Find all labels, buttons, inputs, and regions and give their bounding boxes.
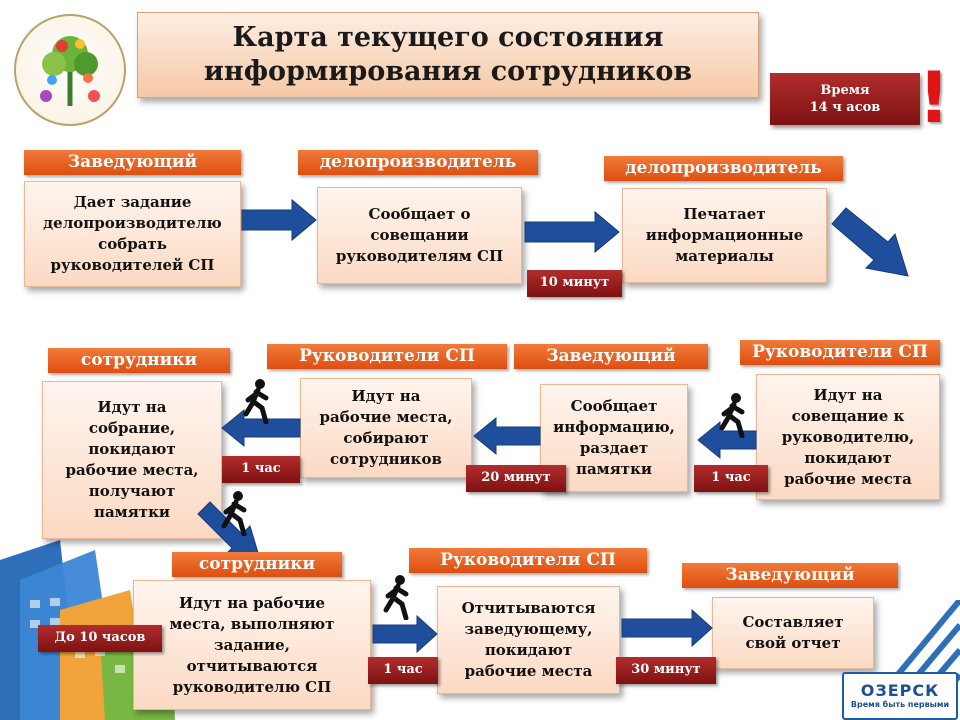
role-label: Руководители СП: [740, 340, 940, 365]
duration-badge: 10 минут: [527, 270, 622, 297]
arrow-icon: [197, 501, 263, 567]
role-label: Заведующий: [682, 563, 898, 588]
kindergarten-logo-icon: [14, 14, 126, 126]
duration-badge: 1 час: [222, 456, 300, 483]
role-label: делопроизводитель: [604, 156, 843, 181]
process-box: Идут на рабочие места, выполняют задание…: [133, 580, 371, 710]
duration-badge: 1 час: [368, 657, 438, 684]
walking-person-icon: [383, 575, 409, 620]
role-label: сотрудники: [172, 552, 342, 577]
process-box: Печатает информационные материалы: [622, 188, 827, 283]
duration-badge: 1 час: [694, 465, 768, 492]
duration-badge: 20 минут: [466, 465, 566, 492]
role-label: сотрудники: [48, 348, 230, 373]
total-time-value: 14 ч асов: [809, 100, 881, 115]
total-time-label: Время: [820, 83, 870, 98]
role-label: Заведующий: [514, 344, 708, 369]
arrow-icon: [241, 198, 317, 242]
walking-person-icon: [243, 379, 269, 424]
walking-person-icon: [719, 393, 745, 438]
process-box: Сообщает о совещании руководителям СП: [317, 187, 522, 284]
total-time-badge: Время 14 ч асов: [770, 73, 920, 125]
brand-slogan: Время быть первыми: [850, 700, 950, 709]
process-box: Идут на рабочие места, собирают сотрудни…: [300, 378, 472, 478]
page-title: Карта текущего состояния информирования …: [137, 12, 759, 98]
arrow-icon: [221, 408, 301, 448]
role-label: Руководители СП: [267, 344, 507, 369]
arrow-icon: [831, 207, 909, 277]
duration-badge: До 10 часов: [38, 625, 162, 652]
role-label: Заведующий: [24, 150, 241, 175]
process-box: Отчитываются заведующему, покидают рабоч…: [437, 586, 620, 694]
exclamation-icon: !: [918, 57, 950, 139]
process-box: Составляет свой отчет: [712, 597, 874, 669]
process-box: Идут на совещание к руководителю, покида…: [756, 374, 940, 500]
arrow-icon: [621, 608, 713, 648]
role-label: делопроизводитель: [298, 150, 538, 175]
arrow-icon: [473, 416, 541, 456]
arrow-icon: [372, 614, 438, 654]
walking-person-icon: [221, 491, 247, 536]
arrow-icon: [524, 210, 620, 254]
brand-name: ОЗЕРСК: [860, 681, 940, 700]
brand-logo: ОЗЕРСК Время быть первыми: [842, 672, 958, 720]
duration-badge: 30 минут: [616, 657, 716, 684]
role-label: Руководители СП: [409, 548, 647, 573]
process-box: Идут на собрание, покидают рабочие места…: [42, 381, 222, 539]
process-box: Дает задание делопроизводителю собрать р…: [24, 181, 241, 287]
